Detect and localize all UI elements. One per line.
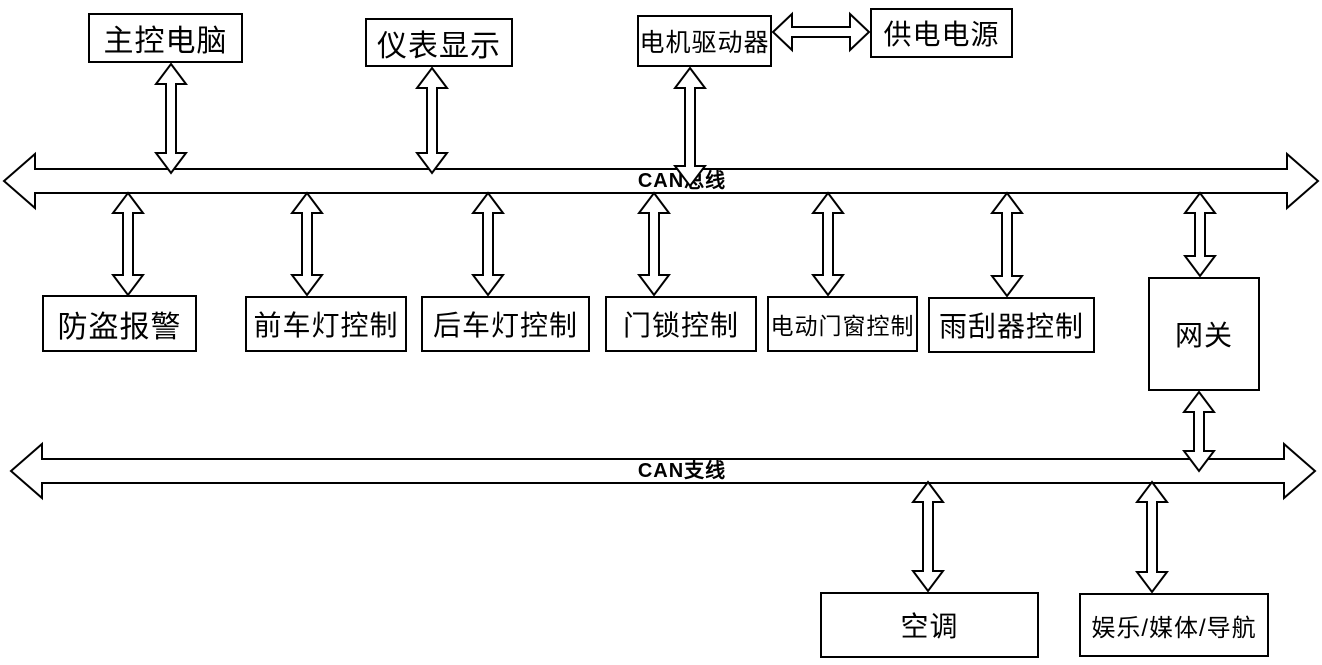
connector-can-bus-to-wiper (991, 192, 1023, 297)
connector-motor-driver-to-power-supply (772, 12, 870, 52)
node-gateway: 网关 (1148, 277, 1260, 391)
node-motor-driver: 电机驱动器 (637, 15, 772, 67)
node-main-computer: 主控电脑 (88, 13, 243, 63)
node-instrument-display: 仪表显示 (365, 18, 513, 67)
connector-can-bus-to-rear-lamp (472, 192, 504, 296)
connector-instrument-display-to-can-bus (416, 67, 448, 174)
connector-branch-bus-to-air-conditioner (912, 481, 944, 592)
node-power-supply: 供电电源 (870, 8, 1013, 58)
connector-can-bus-to-power-window (812, 192, 844, 296)
connector-can-bus-to-gateway (1184, 192, 1216, 277)
node-wiper-control: 雨刮器控制 (928, 297, 1095, 353)
connector-branch-bus-to-entertainment (1136, 481, 1168, 593)
node-air-conditioner: 空调 (820, 592, 1039, 658)
node-door-lock-control: 门锁控制 (605, 296, 757, 352)
node-entertainment-media-navigation: 娱乐/媒体/导航 (1079, 593, 1269, 657)
connector-can-bus-to-anti-theft (112, 192, 144, 296)
connector-can-bus-to-door-lock (638, 192, 670, 296)
connector-motor-driver-to-can-bus (674, 67, 706, 187)
node-front-lamp-control: 前车灯控制 (245, 296, 407, 352)
can-branch-bus-label: CAN支线 (630, 460, 734, 483)
connector-can-bus-to-front-lamp (291, 192, 323, 296)
connector-main-computer-to-can-bus (155, 63, 187, 174)
node-anti-theft-alarm: 防盗报警 (42, 295, 197, 352)
connector-gateway-to-branch-bus (1183, 391, 1215, 472)
node-rear-lamp-control: 后车灯控制 (421, 296, 590, 352)
node-power-window-control: 电动门窗控制 (767, 296, 918, 352)
